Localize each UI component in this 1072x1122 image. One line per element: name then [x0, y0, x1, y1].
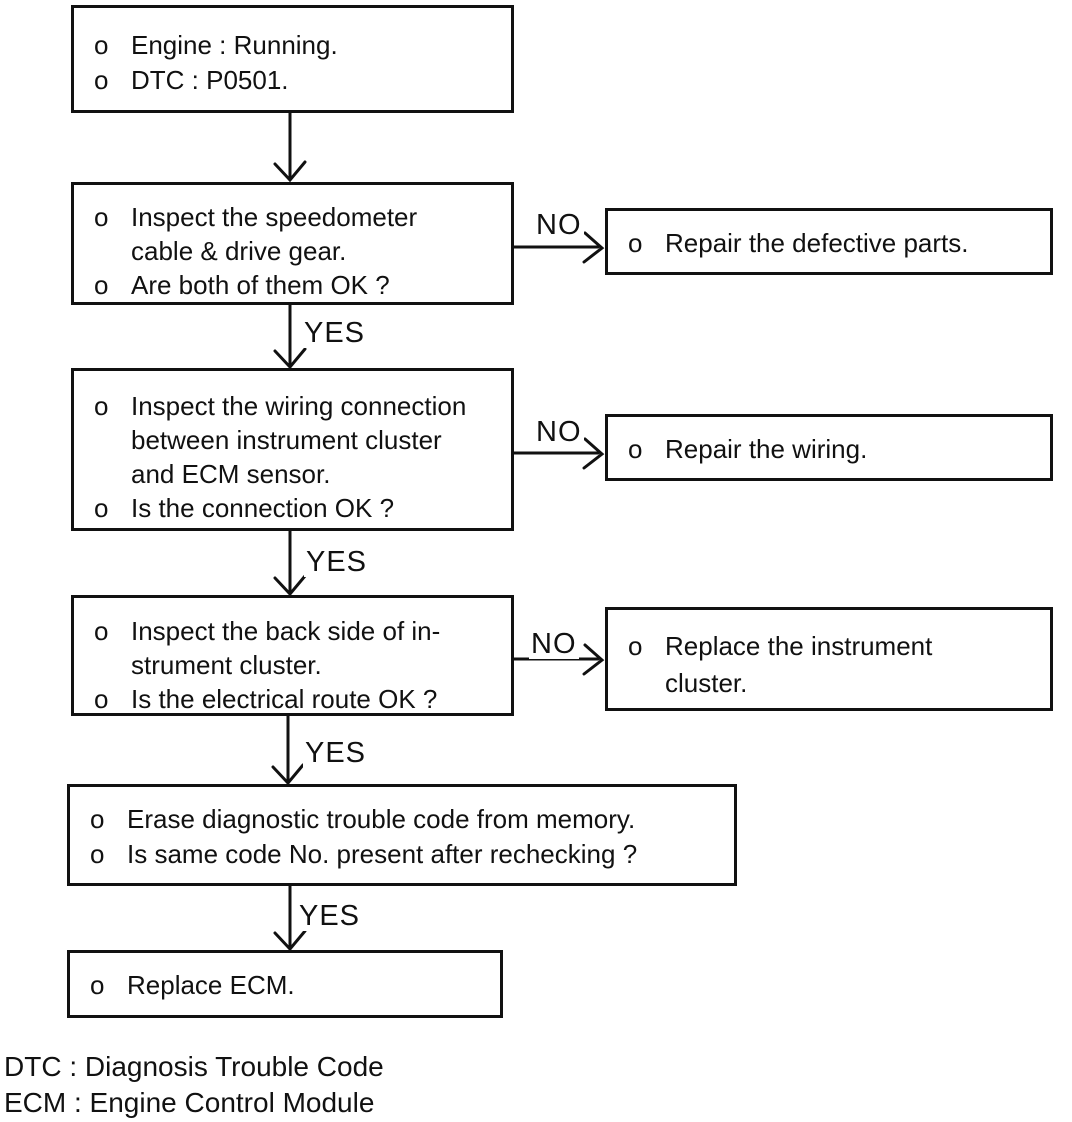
- arrow-start-to-step1: [273, 111, 307, 183]
- node-text: Inspect the speedometer cable & drive ge…: [131, 202, 418, 266]
- node-text: Is same code No. present after recheckin…: [127, 839, 638, 869]
- arrow-step2-yes: [273, 529, 307, 597]
- node-text: Replace ECM.: [127, 970, 295, 1000]
- footnote-dtc-definition: DTC : Diagnosis Trouble Code: [4, 1051, 384, 1082]
- node-text: Inspect the wiring connection between in…: [131, 391, 467, 489]
- node-text: Are both of them OK ?: [131, 270, 390, 300]
- list-item: o Is the connection OK ?: [94, 491, 505, 525]
- arrow-step1-yes: [273, 303, 307, 370]
- list-item: o Are both of them OK ?: [94, 268, 505, 302]
- bullet-marker: o: [628, 228, 643, 258]
- bullet-marker: o: [94, 493, 109, 523]
- node-text: Repair the defective parts.: [665, 228, 969, 258]
- list-item: o Repair the defective parts.: [628, 226, 1044, 260]
- list-item: o Is the electrical route OK ?: [94, 682, 505, 716]
- node-repair-wiring: o Repair the wiring.: [605, 414, 1053, 481]
- list-item: o Inspect the speedometer cable & drive …: [94, 200, 505, 268]
- list-item: o DTC : P0501.: [94, 63, 505, 98]
- footnote-ecm-definition: ECM : Engine Control Module: [4, 1087, 375, 1118]
- node-text: Inspect the back side of in- strument cl…: [131, 616, 441, 680]
- list-item: o Erase diagnostic trouble code from mem…: [90, 802, 728, 837]
- node-replace-ecm: o Replace ECM.: [67, 950, 503, 1018]
- list-item: o Is same code No. present after recheck…: [90, 837, 728, 872]
- node-text: Erase diagnostic trouble code from memor…: [127, 804, 636, 834]
- yes-label: YES: [297, 900, 363, 932]
- node-step4-erase-code-recheck: o Erase diagnostic trouble code from mem…: [67, 784, 737, 886]
- yes-label: YES: [302, 317, 368, 349]
- list-item: o Replace the instrument cluster.: [628, 628, 1044, 702]
- bullet-marker: o: [94, 616, 109, 646]
- yes-label: YES: [303, 737, 369, 769]
- arrow-step3-yes: [271, 714, 305, 786]
- node-text: Is the electrical route OK ?: [131, 684, 438, 714]
- bullet-marker: o: [90, 970, 105, 1000]
- node-step3-cluster-backside-check: o Inspect the back side of in- strument …: [71, 595, 514, 716]
- no-label: NO: [534, 416, 584, 448]
- list-item: o Inspect the back side of in- strument …: [94, 614, 505, 682]
- bullet-marker: o: [94, 270, 109, 300]
- node-text: Repair the wiring.: [665, 434, 868, 464]
- node-text: Replace the instrument cluster.: [665, 631, 933, 698]
- bullet-marker: o: [94, 202, 109, 232]
- node-start: o Engine : Running. o DTC : P0501.: [71, 5, 514, 113]
- bullet-marker: o: [628, 631, 643, 661]
- node-text: DTC : P0501.: [131, 65, 289, 95]
- list-item: o Repair the wiring.: [628, 432, 1044, 466]
- node-step1-speedometer-check: o Inspect the speedometer cable & drive …: [71, 182, 514, 305]
- list-item: o Replace ECM.: [90, 968, 494, 1002]
- bullet-marker: o: [94, 30, 109, 60]
- bullet-marker: o: [90, 839, 105, 869]
- list-item: o Inspect the wiring connection between …: [94, 389, 505, 491]
- node-text: Is the connection OK ?: [131, 493, 395, 523]
- list-item: o Engine : Running.: [94, 28, 505, 63]
- bullet-marker: o: [94, 65, 109, 95]
- node-text: Engine : Running.: [131, 30, 338, 60]
- bullet-marker: o: [94, 684, 109, 714]
- bullet-marker: o: [94, 391, 109, 421]
- no-label: NO: [534, 209, 584, 241]
- node-replace-instrument-cluster: o Replace the instrument cluster.: [605, 607, 1053, 711]
- bullet-marker: o: [628, 434, 643, 464]
- node-step2-wiring-check: o Inspect the wiring connection between …: [71, 368, 514, 531]
- bullet-marker: o: [90, 804, 105, 834]
- no-label: NO: [529, 628, 579, 660]
- yes-label: YES: [304, 546, 370, 578]
- node-repair-defective-parts: o Repair the defective parts.: [605, 208, 1053, 275]
